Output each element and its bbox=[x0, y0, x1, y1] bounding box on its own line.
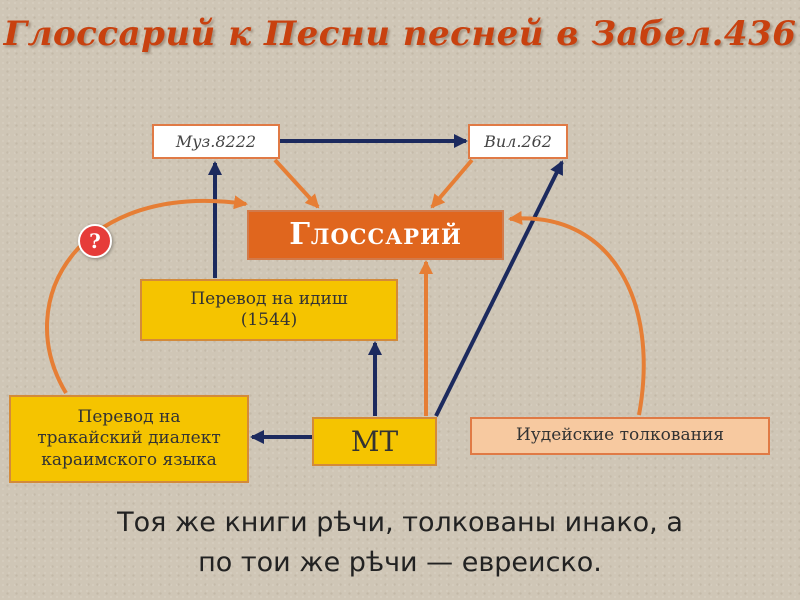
node-muz-8222-label: Муз.8222 bbox=[175, 131, 257, 151]
node-yiddish-line-1: Перевод на идиш bbox=[190, 288, 348, 309]
node-glossary-label: Глоссарий bbox=[289, 217, 462, 253]
quote-line-2: по тои же рѣчи — евреиско. bbox=[198, 547, 602, 578]
node-vil-262-label: Вил.262 bbox=[484, 131, 552, 151]
node-muz-8222[interactable]: Муз.8222 bbox=[152, 124, 280, 159]
arrow-mt-to-vil bbox=[434, 160, 564, 417]
node-karaim-line-1: Перевод на bbox=[77, 407, 181, 428]
node-glossary[interactable]: Глоссарий bbox=[247, 210, 504, 260]
arrow-karaim-to-glossary bbox=[45, 195, 248, 395]
node-karaim-line-3: караимского языка bbox=[41, 449, 217, 470]
node-karaim-line-2: тракайский диалект bbox=[37, 428, 221, 449]
arrow-jewish-to-glossary bbox=[508, 210, 646, 416]
node-jewish-label: Иудейские толкования bbox=[515, 425, 725, 446]
question-badge[interactable]: ? bbox=[78, 224, 112, 258]
quote-line-1: Тоя же книги рѣчи, толкованы инако, а bbox=[117, 507, 683, 538]
node-mt[interactable]: МТ bbox=[312, 417, 437, 466]
node-mt-label: МТ bbox=[350, 425, 399, 458]
quote-text: Тоя же книги рѣчи, толкованы инако, а по… bbox=[0, 503, 800, 583]
node-yiddish-translation[interactable]: Перевод на идиш (1544) bbox=[140, 279, 398, 341]
arrow-vil-to-glossary bbox=[430, 158, 474, 209]
slide-title: Глоссарий к Песни песней в Забел.436 bbox=[3, 14, 797, 54]
node-karaim-translation[interactable]: Перевод на тракайский диалект караимског… bbox=[9, 395, 249, 483]
node-yiddish-line-2: (1544) bbox=[240, 310, 298, 330]
node-jewish-commentaries[interactable]: Иудейские толкования bbox=[470, 417, 770, 455]
arrow-muz-to-glossary bbox=[273, 158, 320, 209]
node-vil-262[interactable]: Вил.262 bbox=[468, 124, 568, 159]
